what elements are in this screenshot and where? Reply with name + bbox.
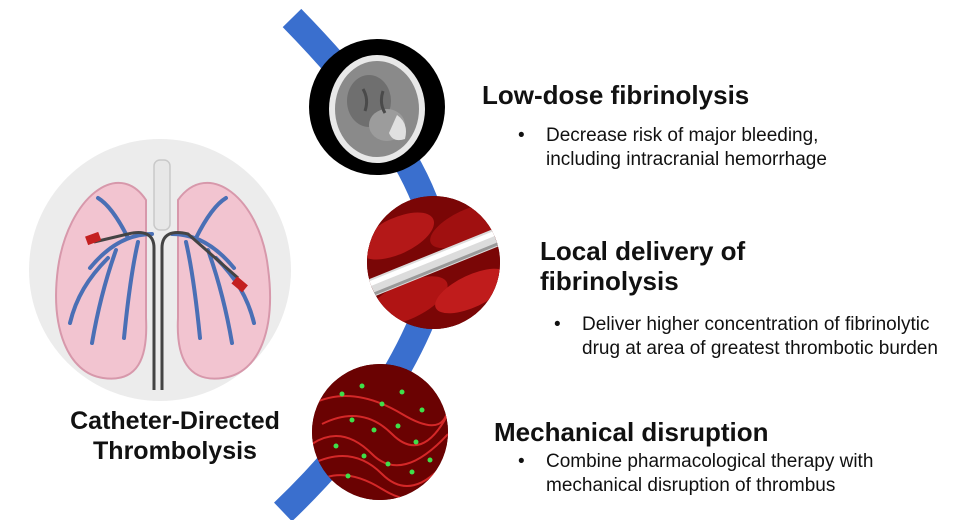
main-caption-line1: Catheter-Directed xyxy=(70,407,280,435)
section3-bullet-line1: Combine pharmacological therapy with xyxy=(546,451,874,472)
brain-ct-image xyxy=(309,39,445,175)
lungs-icon xyxy=(29,139,291,401)
section2-bullet-line1: Deliver higher concentration of fibrinol… xyxy=(582,314,930,335)
section1-bullet-line1: Decrease risk of major bleeding, xyxy=(546,125,819,146)
section1-bullet-line2: including intracranial hemorrhage xyxy=(546,149,827,170)
brain-ct-scan-icon xyxy=(329,55,425,163)
section2-bullet-line2: drug at area of greatest thrombotic burd… xyxy=(582,338,938,359)
bullet-dot: • xyxy=(518,125,525,146)
clot-image xyxy=(312,364,448,500)
section1-title: Low-dose fibrinolysis xyxy=(482,80,750,110)
section2-title-line2: fibrinolysis xyxy=(540,266,679,296)
section2-title: Local delivery of fibrinolysis xyxy=(540,236,745,296)
section1-bullet: • Decrease risk of major bleeding, inclu… xyxy=(518,124,827,172)
section3-title: Mechanical disruption xyxy=(494,417,769,447)
section3-bullet: • Combine pharmacological therapy with m… xyxy=(518,450,874,498)
bullet-dot: • xyxy=(554,314,561,335)
catheter-image xyxy=(367,196,500,329)
main-caption: Catheter-Directed Thrombolysis xyxy=(60,406,290,466)
section2-bullet: • Deliver higher concentration of fibrin… xyxy=(554,313,938,361)
bullet-dot: • xyxy=(518,451,525,472)
lungs-illustration xyxy=(28,138,293,403)
catheter-in-vessel-icon xyxy=(367,196,500,329)
section3-bullet-line2: mechanical disruption of thrombus xyxy=(546,475,836,496)
clot-fibrin-icon xyxy=(312,364,448,500)
main-caption-line2: Thrombolysis xyxy=(93,437,257,465)
section2-title-line1: Local delivery of xyxy=(540,236,746,266)
